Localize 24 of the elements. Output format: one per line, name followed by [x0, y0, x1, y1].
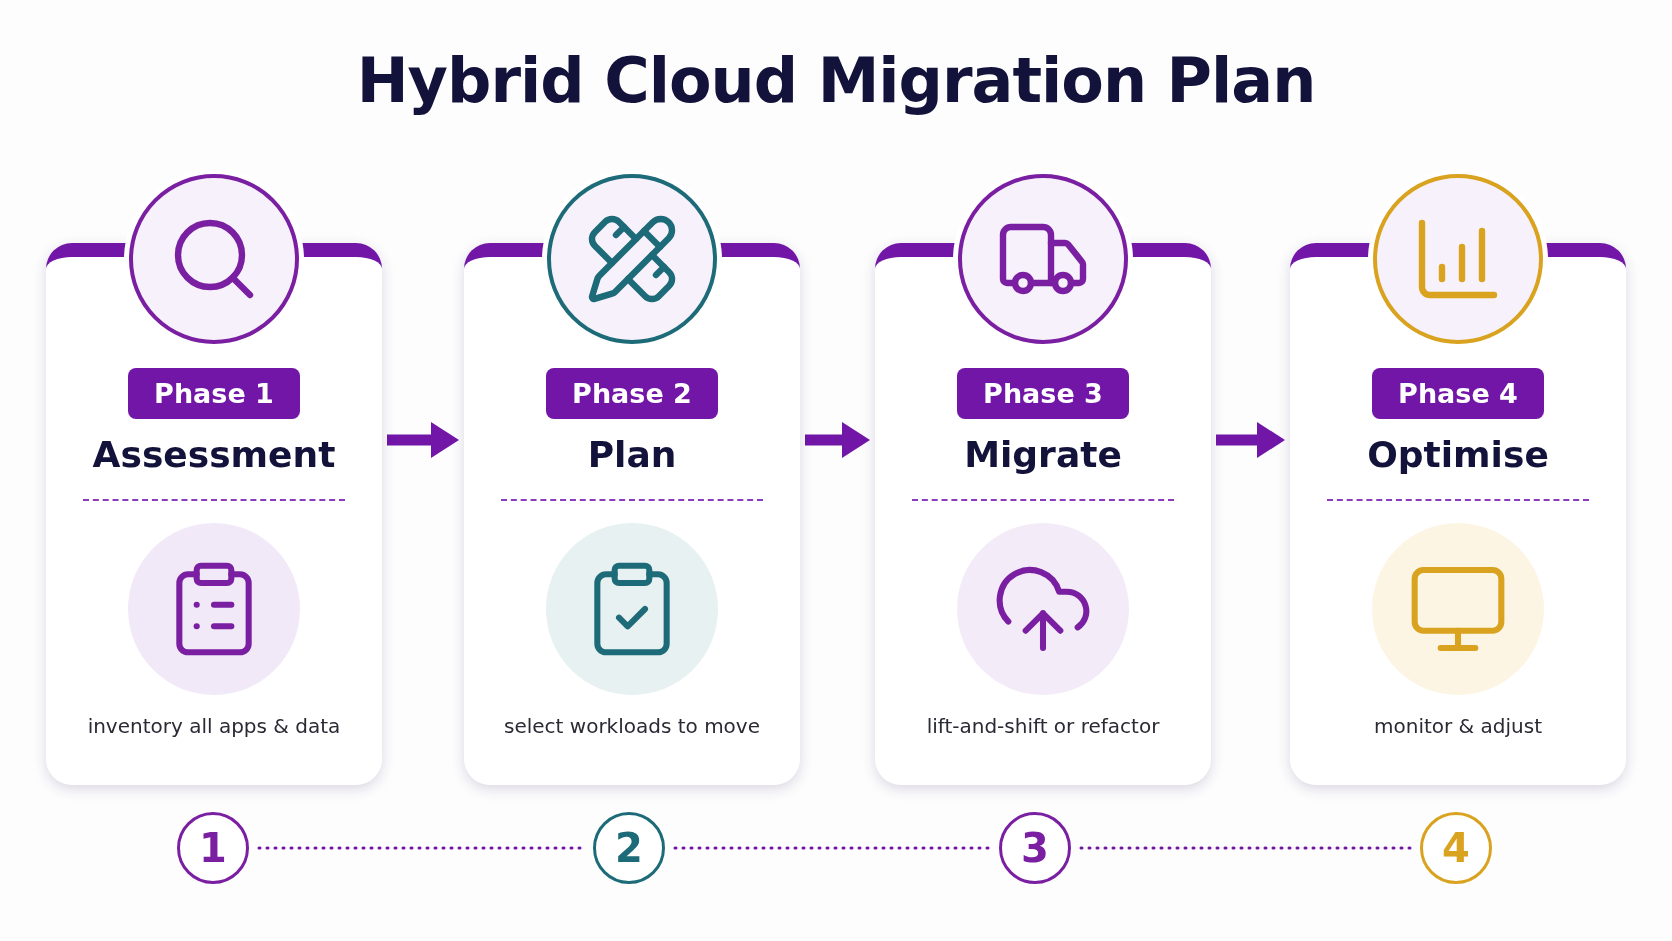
phase-card	[1290, 243, 1626, 785]
phase-card	[464, 243, 800, 785]
phase-title: Assessment	[92, 433, 336, 477]
arrow	[805, 422, 870, 458]
phase-description: lift-and-shift or refactor	[926, 713, 1160, 739]
phase-description: select workloads to move	[504, 713, 760, 739]
phase-title: Optimise	[1367, 433, 1549, 477]
step-number: 2	[593, 812, 665, 884]
arrow	[387, 422, 459, 458]
phase-badge: Phase 1	[128, 368, 300, 419]
diagram-title: Hybrid Cloud Migration Plan	[355, 44, 1317, 117]
phase-description: inventory all apps & data	[87, 713, 341, 739]
step-number: 4	[1420, 812, 1492, 884]
phase-title: Plan	[587, 433, 677, 477]
phase-badge: Phase 3	[957, 368, 1129, 419]
phase-title: Migrate	[964, 433, 1122, 477]
phase-badge: Phase 4	[1372, 368, 1544, 419]
step-number: 1	[177, 812, 249, 884]
arrow	[1216, 422, 1285, 458]
phase-description: monitor & adjust	[1374, 713, 1542, 739]
phase-card	[46, 243, 382, 785]
step-number: 3	[999, 812, 1071, 884]
phase-card	[875, 243, 1211, 785]
phase-badge: Phase 2	[546, 368, 718, 419]
